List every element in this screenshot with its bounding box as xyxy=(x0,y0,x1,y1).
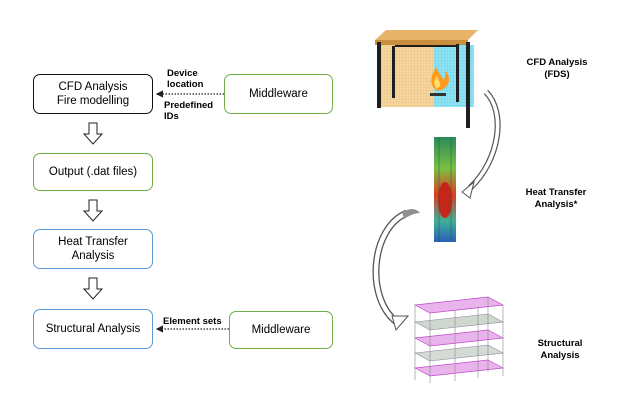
middleware-bottom-box: Middleware xyxy=(229,311,333,349)
cfd-fds-caption: CFD Analysis (FDS) xyxy=(522,57,592,81)
cfd-fds-line2: (FDS) xyxy=(544,69,570,80)
down-arrow-icon xyxy=(82,199,104,222)
structural-caption: Structural Analysis xyxy=(525,338,595,362)
heat-transfer-illustration xyxy=(434,137,456,242)
cfd-room-illustration xyxy=(375,30,478,128)
cfd-analysis-line1: CFD Analysis xyxy=(58,81,128,93)
middleware-top-box: Middleware xyxy=(224,74,333,114)
output-box: Output (.dat files) xyxy=(33,153,153,191)
predefined-ids-label: Predefined IDs xyxy=(164,100,213,122)
down-arrow-icon xyxy=(82,277,104,300)
predefined-ids-line2: IDs xyxy=(164,111,179,122)
element-sets-label: Element sets xyxy=(163,316,222,327)
cfd-analysis-box: CFD Analysis Fire modelling xyxy=(33,74,153,114)
curved-arrow-icon xyxy=(372,209,420,332)
device-location-label: Device location xyxy=(167,68,203,90)
output-label: Output (.dat files) xyxy=(48,166,138,178)
structural-caption-line1: Structural xyxy=(537,338,583,349)
device-location-line1: Device xyxy=(167,68,198,79)
heat-transfer-line1: Heat Transfer xyxy=(58,236,128,248)
device-location-line2: location xyxy=(167,79,204,90)
heat-transfer-caption-line1: Heat Transfer xyxy=(525,187,587,198)
structural-analysis-box: Structural Analysis xyxy=(33,309,153,349)
structural-caption-line2: Analysis xyxy=(540,350,580,361)
heat-transfer-caption-line2: Analysis* xyxy=(534,199,578,210)
cfd-fds-line1: CFD Analysis xyxy=(526,57,588,68)
predefined-ids-line1: Predefined xyxy=(164,100,214,111)
heat-transfer-box: Heat Transfer Analysis xyxy=(33,229,153,269)
curved-arrow-icon xyxy=(461,89,501,199)
middleware-top-label: Middleware xyxy=(249,88,308,100)
structural-frame-illustration xyxy=(413,296,505,383)
down-arrow-icon xyxy=(82,122,104,145)
structural-analysis-label: Structural Analysis xyxy=(45,323,141,335)
cfd-analysis-line2: Fire modelling xyxy=(56,95,130,107)
heat-transfer-caption: Heat Transfer Analysis* xyxy=(515,187,597,211)
heat-transfer-line2: Analysis xyxy=(71,250,115,262)
middleware-bottom-label: Middleware xyxy=(251,324,311,336)
